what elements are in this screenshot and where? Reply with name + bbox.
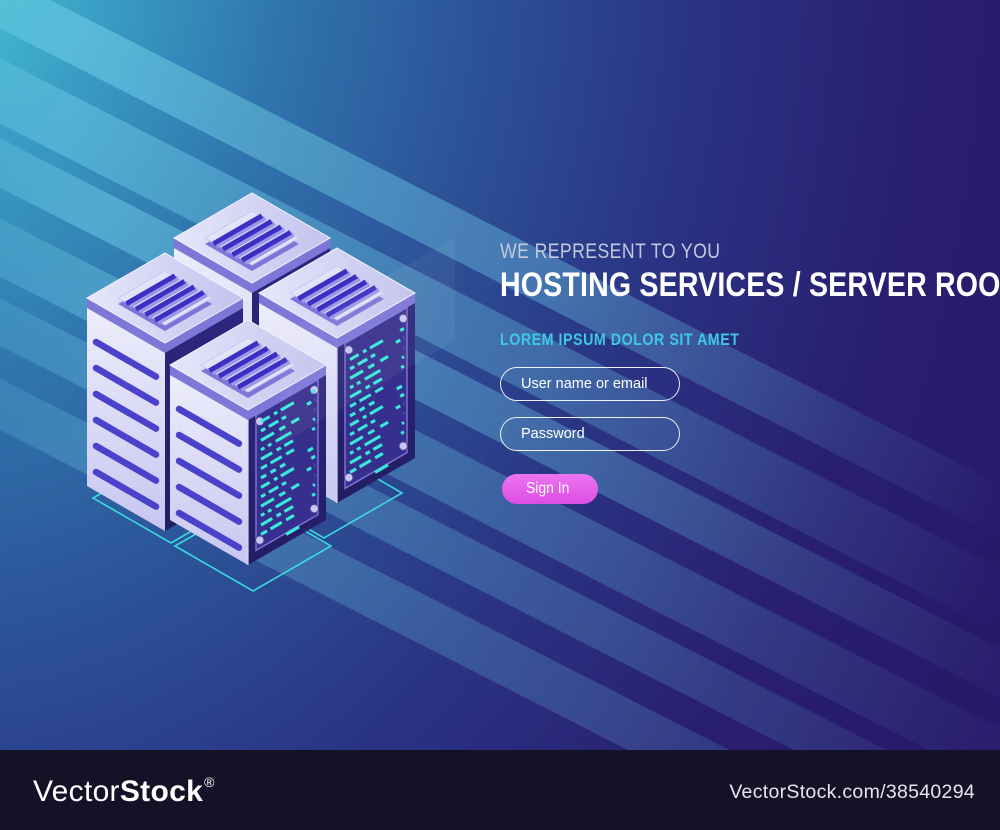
vectorstock-logo: VectorStock® <box>33 774 215 809</box>
headline-block: WE REPRESENT TO YOU HOSTING SERVICES / S… <box>500 240 1000 350</box>
logo-vector-text: Vector <box>33 775 120 808</box>
logo-registered-mark: ® <box>204 774 215 790</box>
server-room-illustration <box>85 192 455 592</box>
headline-subtitle: LOREM IPSUM DOLOR SIT AMET <box>500 330 740 349</box>
logo-stock-text: Stock <box>119 775 204 808</box>
signin-button-label: Sign In <box>525 480 570 497</box>
signin-button[interactable]: Sign In <box>502 474 598 504</box>
username-input[interactable] <box>500 367 680 401</box>
password-input[interactable] <box>500 417 680 451</box>
headline-title: HOSTING SERVICES / SERVER ROOM <box>500 266 1000 304</box>
stock-credit: VectorStock.com/38540294 <box>729 781 975 803</box>
watermark-bar: VectorStock® VectorStock.com/38540294 <box>0 750 1000 830</box>
headline-kicker: WE REPRESENT TO YOU <box>500 240 721 263</box>
